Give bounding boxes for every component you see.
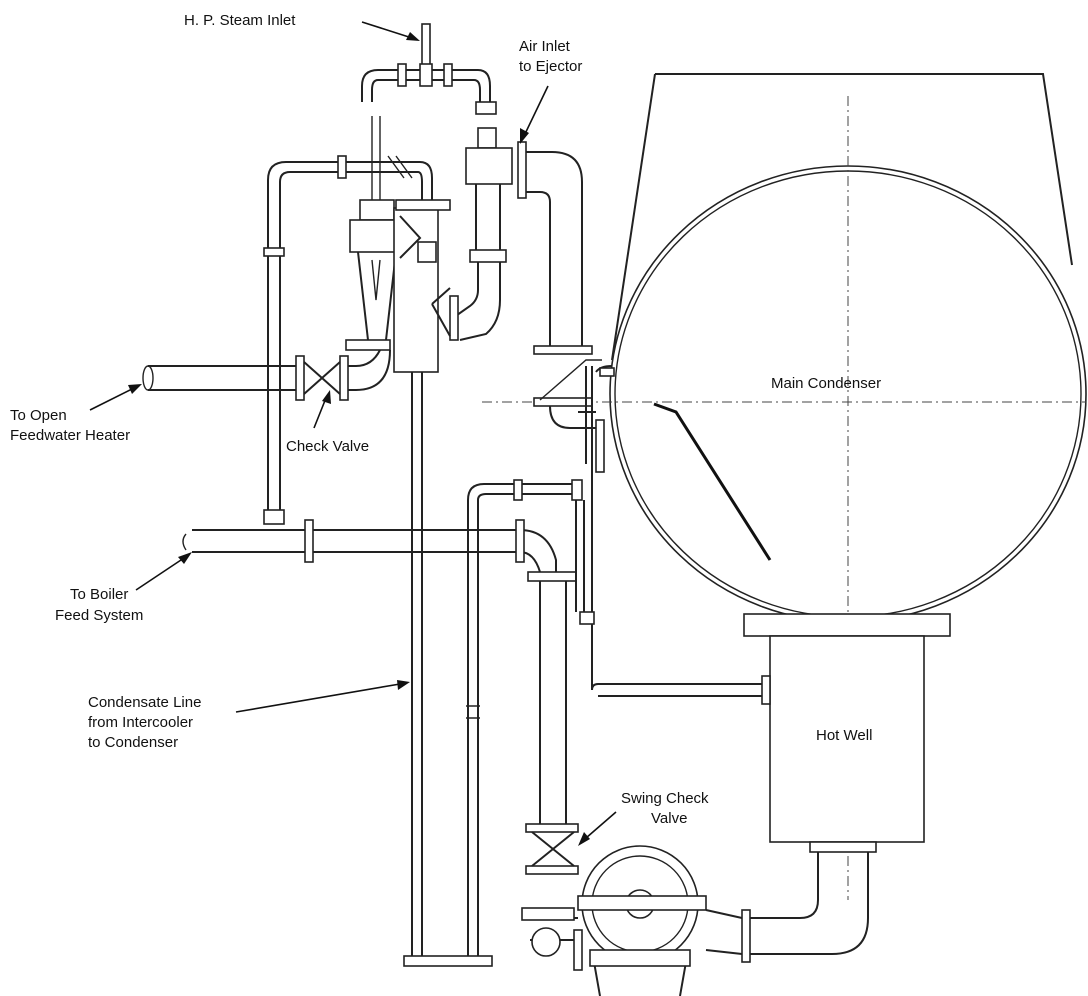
steam-inlet-header [361, 23, 491, 200]
boiler-feed-label-line2: Feed System [55, 607, 144, 624]
check-valve-label: Check Valve [286, 438, 370, 455]
hot-well-tank [769, 635, 925, 843]
main-condenser-drum [609, 165, 1087, 623]
condensate-drain-pipes [403, 372, 585, 967]
air-inlet-label-line2: to Ejector [519, 58, 583, 75]
condenser-air-suction-pipe [533, 359, 771, 705]
swing-check-valve [531, 831, 575, 867]
arrow-swing-check [578, 811, 617, 846]
air-inlet-label-line1: Air Inlet [519, 38, 570, 55]
hot-well-outlet-flange [809, 841, 877, 853]
intercooler [393, 199, 451, 373]
pump-discharge-pipe [525, 571, 579, 875]
condensate-pump [521, 845, 743, 996]
open-feedwater-pipe [142, 349, 391, 401]
condensate-line-label-line2: from Intercooler [88, 714, 194, 731]
hp-steam-inlet-label: H. P. Steam Inlet [184, 12, 296, 29]
condensate-line-label-line3: to Condenser [88, 734, 179, 751]
condenser-base-flange [743, 613, 951, 637]
open-feedwater-label-line1: To Open [10, 407, 67, 424]
arrow-open-feedwater [89, 384, 142, 411]
main-condenser-label: Main Condenser [771, 375, 882, 392]
condenser-baffle [653, 402, 772, 561]
arrow-condensate-line [235, 680, 410, 713]
open-feedwater-label-line2: Feedwater Heater [10, 427, 131, 444]
first-stage-ejector [345, 199, 403, 351]
boiler-feed-pipe [182, 519, 557, 573]
arrow-check-valve [313, 390, 331, 429]
hot-well-label: Hot Well [816, 727, 873, 744]
pump-suction-pipe [741, 852, 869, 963]
arrow-air-inlet [520, 85, 549, 144]
arrow-boiler-feed [135, 552, 192, 591]
air-inlet-pipe [517, 141, 593, 355]
second-stage-ejector [431, 101, 513, 341]
condensate-line-label-line1: Condensate Line [88, 694, 202, 711]
ejector-return-loop [263, 155, 433, 525]
swing-check-label-line2: Valve [651, 810, 688, 827]
condenser-shell [611, 73, 1073, 361]
arrow-hp-steam [361, 21, 420, 41]
boiler-feed-label-line1: To Boiler [70, 586, 129, 603]
check-valve [303, 361, 341, 395]
swing-check-label-line1: Swing Check [621, 790, 709, 807]
